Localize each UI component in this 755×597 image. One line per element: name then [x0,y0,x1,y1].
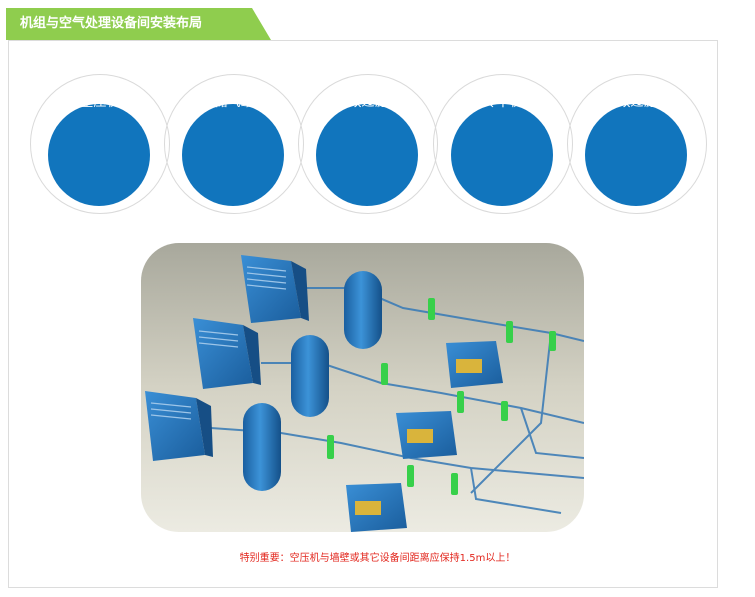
tab-background [6,8,271,40]
important-note: 特别重要：空压机与墙壁或其它设备间距离应保持1.5m以上！ [239,553,516,564]
step-refrigerated-dryer: 冷干机 [433,74,573,214]
step-circle [451,104,553,206]
section-title: 机组与空气处理设备间安装布局 [20,16,203,31]
step-label: 高效过滤器 [604,95,670,110]
installation-layout-image [141,243,584,532]
section-tab: 机组与空气处理设备间安装布局 [6,8,271,40]
step-label: 储气罐 [214,95,254,110]
step-air-tank: 储气罐 [164,74,304,214]
step-circle [48,104,150,206]
step-label: 空压机 [80,95,120,110]
step-pre-filter: 初效过滤器 [298,74,438,214]
process-steps: 空压机 储气罐 初效过滤器 冷干机 高效过滤器 [0,74,755,216]
compressor-unit [241,255,309,323]
step-circle [316,104,418,206]
step-high-efficiency-filter: 高效过滤器 [567,74,707,214]
step-label: 冷干机 [483,95,523,110]
step-circle [182,104,284,206]
step-air-compressor: 空压机 [30,74,170,214]
step-circle [585,104,687,206]
step-label: 初效过滤器 [335,95,401,110]
step-ring [567,74,707,214]
